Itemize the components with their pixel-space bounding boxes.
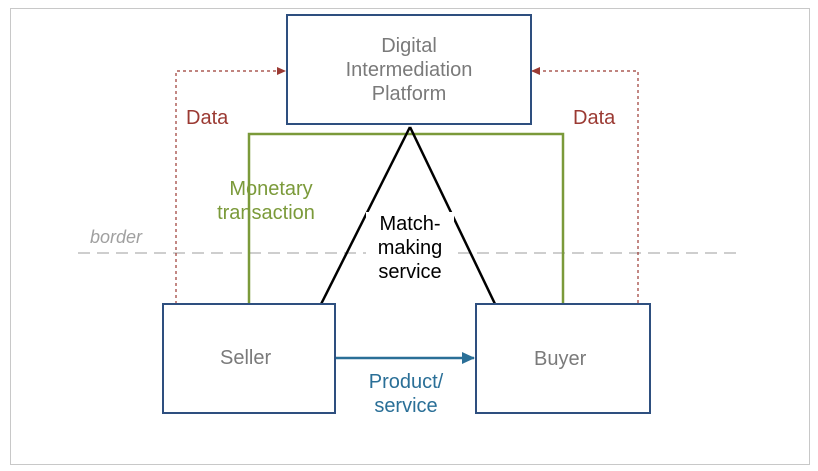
monetary-label-line1: Monetary xyxy=(229,178,313,200)
data-flow-left xyxy=(175,67,286,358)
match-label-line2: making xyxy=(377,237,443,259)
platform-box: Digital Intermediation Platform xyxy=(286,14,532,125)
product-label-line2: service xyxy=(374,395,438,417)
seller-box: Seller xyxy=(162,303,336,414)
platform-label-line2: Intermediation xyxy=(345,58,473,81)
match-label-line3: service xyxy=(378,261,442,283)
buyer-label: Buyer xyxy=(534,348,587,370)
border-label: border xyxy=(90,227,143,247)
platform-label-line1: Digital xyxy=(381,34,437,57)
match-label: Match- making service xyxy=(366,212,454,284)
product-label-line1: Product/ xyxy=(368,371,444,393)
data-label-right: Data xyxy=(573,107,616,129)
buyer-box: Buyer xyxy=(475,303,651,414)
product-label: Product/ service xyxy=(354,370,458,418)
diagram-frame xyxy=(10,8,810,465)
monetary-label-line2: transaction xyxy=(217,202,315,224)
platform-label-line3: Platform xyxy=(371,82,447,105)
data-label-left: Data xyxy=(186,107,229,129)
monetary-label: Monetary transaction xyxy=(206,177,326,225)
data-flow-right xyxy=(531,67,639,357)
match-label-line1: Match- xyxy=(379,213,441,235)
seller-label: Seller xyxy=(220,347,272,369)
